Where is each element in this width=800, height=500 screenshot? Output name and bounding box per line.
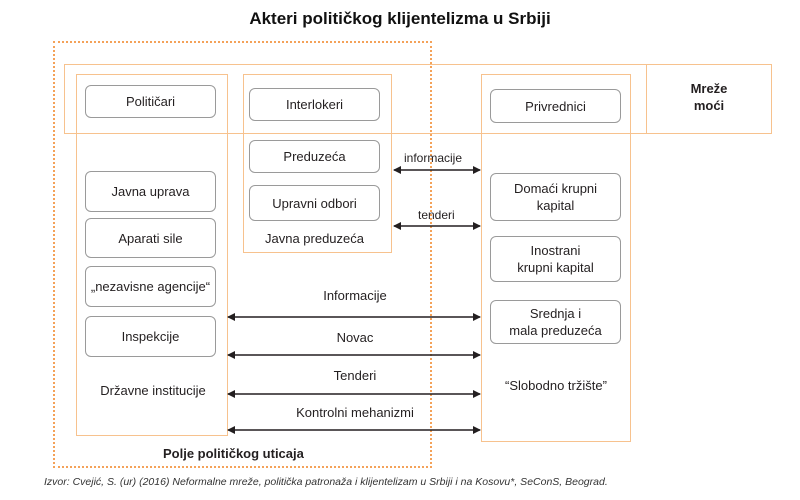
caption-free-market: “Slobodno tržište” bbox=[505, 378, 607, 393]
node-interlocutors: Interlokeri bbox=[249, 88, 380, 121]
node-foreign-big-capital: Inostrani krupni kapital bbox=[490, 236, 621, 282]
caption-state-institutions: Državne institucije bbox=[100, 383, 206, 398]
free-market-frame bbox=[481, 74, 631, 442]
node-security-apparatus: Aparati sile bbox=[85, 218, 216, 258]
public-enterprises-frame bbox=[243, 74, 392, 253]
political-influence-label: Polje političkog uticaja bbox=[163, 446, 304, 461]
diagram-title: Akteri političkog klijentelizma u Srbiji bbox=[249, 9, 551, 28]
arrow-label-novac: Novac bbox=[336, 330, 374, 345]
node-businessmen: Privrednici bbox=[490, 89, 621, 123]
arrow-label-informacije: Informacije bbox=[323, 288, 387, 303]
arrow-label-tenderi-middle: tenderi bbox=[418, 208, 455, 222]
node-politicians: Političari bbox=[85, 85, 216, 118]
node-domestic-big-capital: Domaći krupni kapital bbox=[490, 173, 621, 221]
arrow-label-informacije-middle: informacije bbox=[404, 151, 463, 165]
node-management-boards: Upravni odbori bbox=[249, 185, 380, 221]
state-institutions-frame bbox=[76, 74, 228, 436]
node-small-medium-enterprises: Srednja i mala preduzeća bbox=[490, 300, 621, 344]
arrow-label-tenderi: Tenderi bbox=[333, 368, 377, 383]
power-networks-label: Mreže moći bbox=[690, 81, 728, 113]
caption-public-enterprises: Javna preduzeća bbox=[264, 231, 364, 246]
political-influence-field bbox=[53, 41, 432, 468]
node-inspections: Inspekcije bbox=[85, 316, 216, 357]
arrow-label-kontrolni-mehanizmi: Kontrolni mehanizmi bbox=[296, 405, 414, 420]
power-networks-label-box bbox=[646, 64, 772, 134]
node-enterprises: Preduzeća bbox=[249, 140, 380, 173]
source-citation: Izvor: Cvejić, S. (ur) (2016) Neformalne… bbox=[44, 476, 608, 488]
node-independent-agencies: „nezavisne agencije“ bbox=[85, 266, 216, 307]
node-public-administration: Javna uprava bbox=[85, 171, 216, 212]
